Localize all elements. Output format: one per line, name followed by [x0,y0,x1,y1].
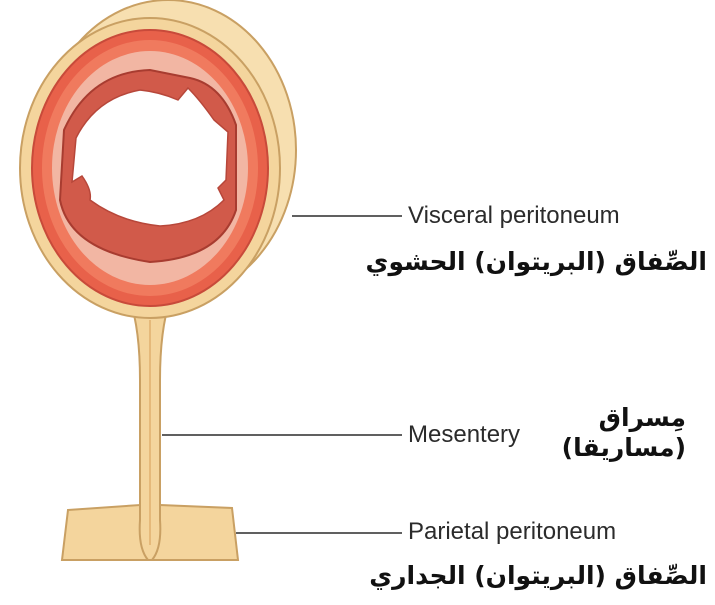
parietal-peritoneum-arabic-label: الصِّفاق (البريتوان) الجداري [369,562,707,590]
visceral-peritoneum-label: Visceral peritoneum [408,204,620,228]
visceral-peritoneum-arabic-label: الصِّفاق (البريتوان) الحشوي [366,248,707,276]
parietal-peritoneum-right [152,505,238,560]
parietal-peritoneum-label: Parietal peritoneum [408,520,616,544]
mesentery-label: Mesentery [408,423,520,447]
mesentery-arabic-label-line1: مِسراق [566,404,686,432]
mesentery-arabic-label-line2: (مساريقا) [566,434,686,462]
parietal-peritoneum-left [62,505,148,560]
